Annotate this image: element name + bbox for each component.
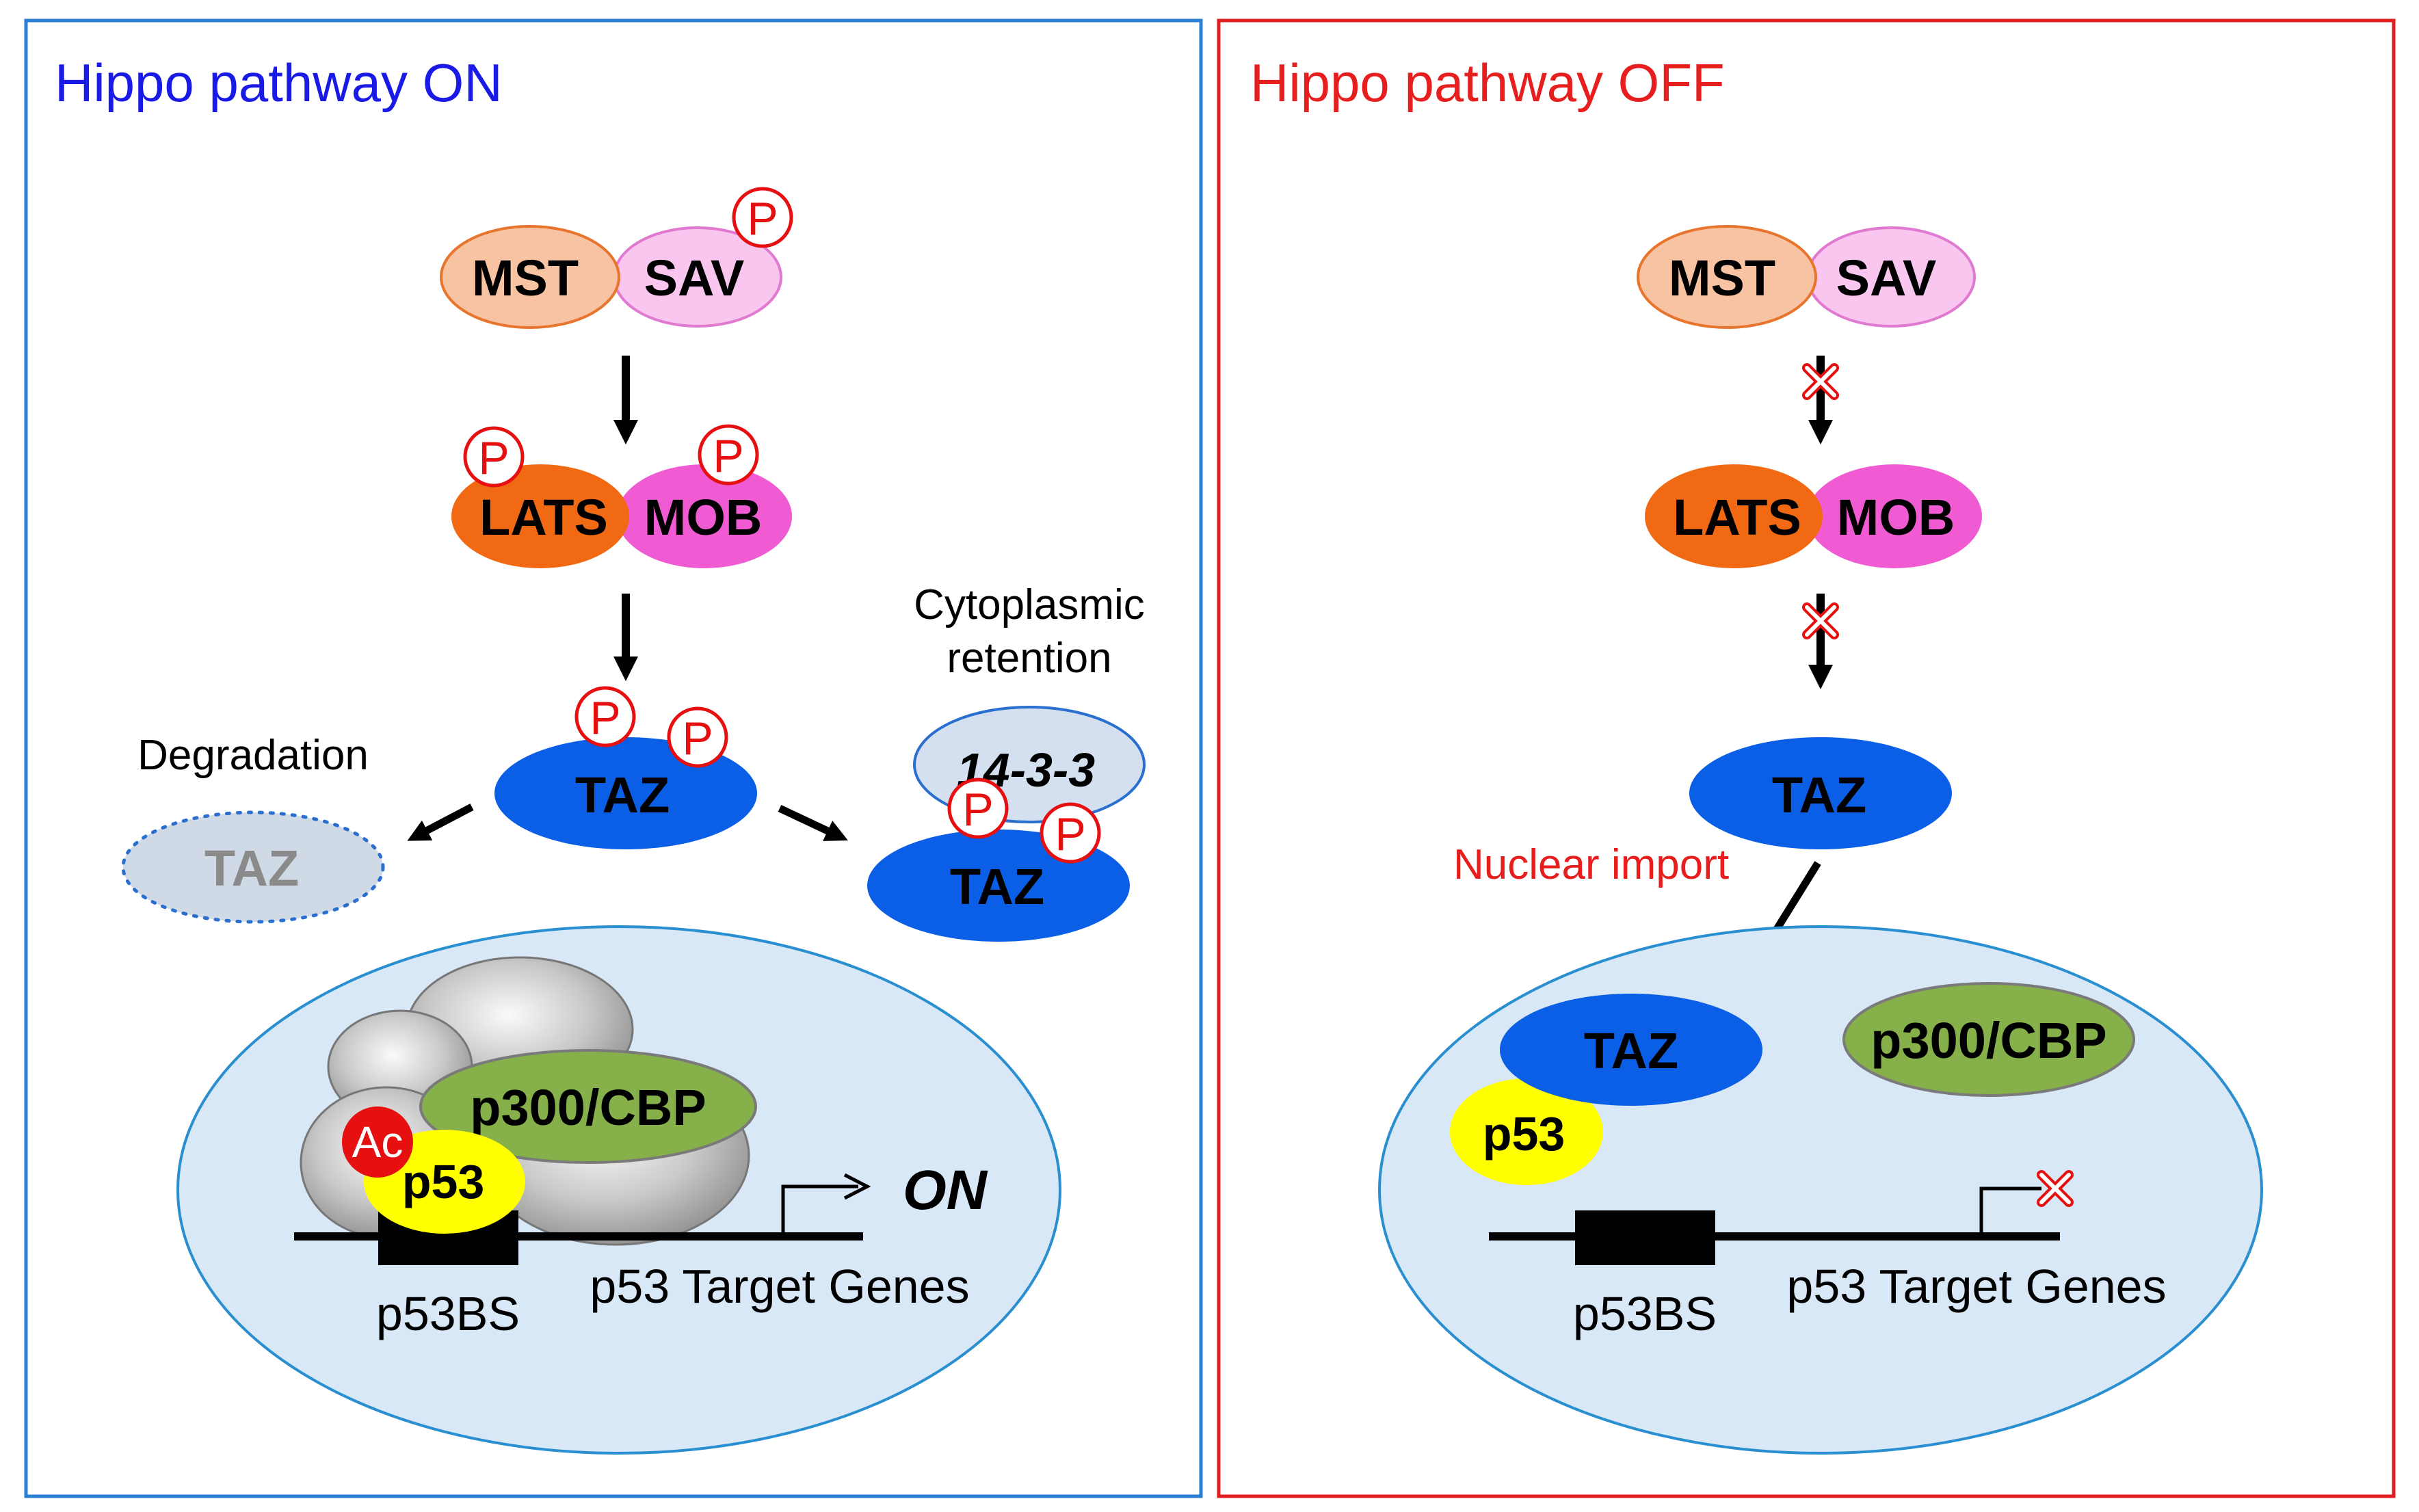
phospho-label: P [478,432,509,484]
p53-protein [1450,1078,1603,1185]
degradation-label: Degradation [137,732,369,779]
p53-label: p53 [402,1155,485,1208]
nucleus-off: p53 TAZ p300/CBP p53BS p53 Target Genes [1378,925,2263,1455]
nuclear-import-label: Nuclear import [1453,841,1729,888]
p53bs-label: p53BS [376,1287,520,1340]
taz-retained-label: TAZ [950,858,1044,915]
taz-label: TAZ [575,767,670,823]
mst-sav-complex: MST SAV P [440,187,793,329]
target-genes-label: p53 Target Genes [590,1260,969,1313]
lats-label: LATS [479,489,608,546]
panel-hippo-on: Hippo pathway ON MST SAV P LATS MOB P P … [24,18,1203,1498]
mst-protein [1637,225,1817,329]
lats-label: LATS [1673,489,1801,546]
mob-label: MOB [644,489,763,546]
phospho-icon [698,424,759,486]
arrow-to-retention [778,805,848,841]
panel-off-title: Hippo pathway OFF [1250,53,1725,113]
mst-protein [440,225,620,329]
phospho-icon [947,778,1009,839]
cytoplasmic-label-line2: retention [947,635,1111,682]
panel-on-title: Hippo pathway ON [55,53,503,113]
taz-protein [1689,737,1952,849]
taz-nuclear [1500,994,1762,1106]
target-genes-label: p53 Target Genes [1786,1260,2166,1313]
p300-cbp-protein [1842,982,2135,1097]
mob-label: MOB [1837,489,1955,546]
p53bs-box [1575,1210,1715,1265]
phospho-label: P [713,430,743,482]
lats-protein [451,464,629,568]
phospho-label: P [590,692,620,744]
acetyl-icon [342,1106,413,1178]
transcription-arrow-head [843,1173,871,1200]
lats-mob-complex: LATS MOB P P [451,424,792,568]
phospho-label: P [747,193,778,245]
taz-degraded [121,810,385,924]
taz-degraded-label: TAZ [204,840,299,897]
phospho-icon [463,426,525,488]
phospho-label: P [962,784,993,836]
lats-protein [1645,464,1823,568]
phospho-label: P [1055,808,1085,860]
p53-label: p53 [1483,1107,1565,1160]
acetyl-label: Ac [352,1117,404,1167]
phospho-icon [732,187,793,248]
phospho-icon [667,706,728,768]
phospho-icon [574,686,636,747]
on-label: ON [903,1159,988,1221]
mst-sav-complex: MST SAV [1637,225,1976,329]
p53bs-label: p53BS [1573,1287,1717,1340]
taz-nuclear-label: TAZ [1584,1022,1678,1079]
nucleus-on: p300/CBP p53 Ac ON p53BS p53 Target Gene… [176,925,1061,1455]
lats-mob-complex: LATS MOB [1645,464,1982,568]
nucleus-membrane [1378,925,2263,1455]
p300-cbp-label: p300/CBP [1871,1012,2106,1069]
sav-label: SAV [1836,250,1937,306]
sav-label: SAV [644,250,745,306]
arrow-to-degradation [407,804,474,841]
transcription-start-arrow [781,1184,858,1236]
p300-cbp-protein [419,1049,757,1164]
mst-label: MST [472,250,579,306]
taz-phosphorylated: TAZ P P [494,686,757,849]
phospho-label: P [682,713,713,765]
mob-protein [1807,464,1982,568]
panel-hippo-off: Hippo pathway OFF MST SAV LATS MOB TAZ N… [1217,18,2396,1498]
cytoplasmic-label-line1: Cytoplasmic [914,581,1145,628]
mst-label: MST [1669,250,1775,306]
mob-protein [617,464,792,568]
phospho-icon [1040,802,1101,864]
taz-label: TAZ [1772,767,1866,823]
transcription-start-blocked [1979,1186,2041,1236]
p300-cbp-label: p300/CBP [470,1079,706,1136]
